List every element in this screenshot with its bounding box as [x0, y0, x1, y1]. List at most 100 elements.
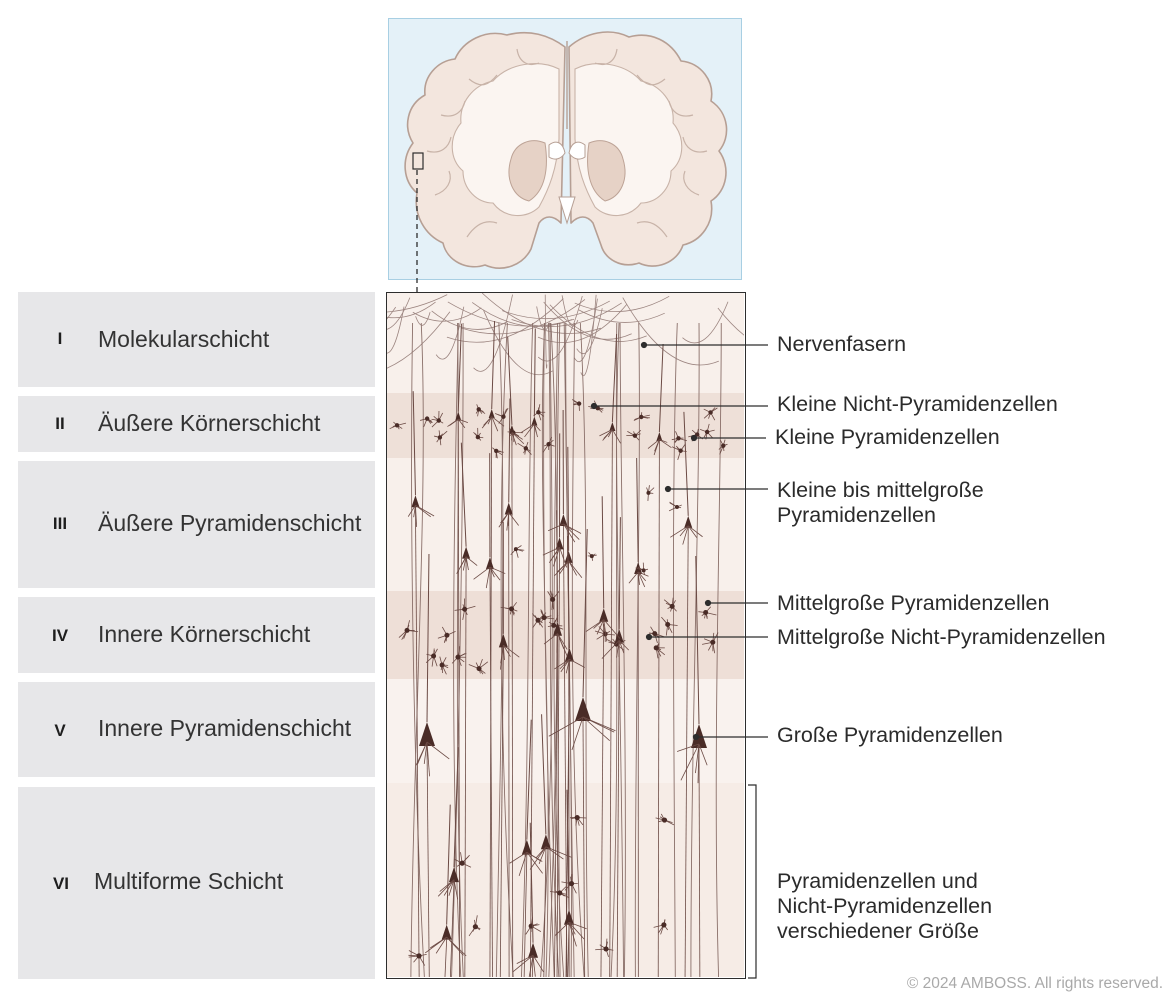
- nerve-fiber: [387, 297, 411, 330]
- small-pyramidal-cell: [455, 411, 462, 421]
- multiform-pyramidal-cell-basal-dendrite: [528, 955, 534, 978]
- medium-pyramidal-cell-basal-dendrite: [687, 525, 698, 538]
- small-stellate-cell: [501, 414, 506, 419]
- small-stellate-cell: [595, 405, 600, 411]
- small-pyramidal-cell: [656, 431, 663, 441]
- nerve-fiber: [415, 311, 431, 326]
- small-stellate-cell: [394, 423, 400, 428]
- callout-large-pyramidal: Große Pyramidenzellen: [777, 723, 1003, 747]
- large-pyramidal-cell-basal-dendrite: [426, 741, 430, 777]
- small-stellate-cell: [437, 435, 443, 440]
- stellate-cell: [646, 490, 651, 495]
- multiform-pyramidal-cell-basal-dendrite: [535, 846, 547, 859]
- small-stellate-cell: [476, 407, 481, 412]
- medium-pyramidal-cell-apical-dendrite: [508, 398, 511, 503]
- nerve-fiber: [549, 304, 647, 342]
- medium-pyramidal-cell-basal-dendrite: [687, 525, 703, 538]
- vertical-fiber: [495, 322, 504, 978]
- medium-pyramidal-cell: [485, 557, 494, 570]
- vertical-fiber: [520, 322, 534, 978]
- layer-numeral: IV: [51, 626, 69, 645]
- vertical-fiber: [619, 322, 626, 978]
- medium-pyramidal-cell-basal-dendrite: [603, 619, 621, 639]
- nerve-fiber: [387, 294, 448, 313]
- callout-mixed-line3: verschiedener Größe: [777, 919, 979, 943]
- vertical-fiber: [615, 322, 625, 978]
- medium-pyramidal-cell-basal-dendrite: [415, 505, 418, 527]
- callout-mixed-line1: Pyramidenzellen und: [777, 869, 978, 893]
- multiform-cell: [661, 922, 667, 928]
- small-pyramidal-cell-basal-dendrite: [659, 439, 668, 443]
- nerve-fiber: [461, 299, 586, 335]
- medium-pyramidal-cell-basal-dendrite: [568, 560, 577, 576]
- medium-pyramidal-cell: [553, 622, 563, 636]
- multiform-pyramidal-cell-basal-dendrite: [453, 879, 459, 900]
- brain-coronal-section-illustration: [404, 31, 728, 269]
- multiform-pyramidal-cell-apical-dendrite: [526, 719, 532, 840]
- medium-pyramidal-cell-basal-dendrite: [603, 619, 608, 642]
- medium-pyramidal-cell-basal-dendrite: [465, 556, 478, 566]
- small-stellate-cell: [436, 418, 441, 423]
- medium-pyramidal-cell-axon: [600, 621, 605, 978]
- small-pyramidal-cell-axon: [457, 420, 461, 978]
- small-pyramidal-cell-basal-dendrite: [612, 429, 621, 444]
- medium-pyramidal-cell-basal-dendrite: [485, 567, 491, 589]
- stellate-cell: [589, 554, 594, 559]
- multiform-pyramidal-cell-axon: [567, 924, 570, 978]
- stellate-cell: [513, 547, 518, 552]
- medium-pyramidal-cell-basal-dendrite: [638, 571, 649, 577]
- small-pyramidal-cell-basal-dendrite: [450, 418, 459, 425]
- small-stellate-cell: [536, 410, 541, 415]
- medium-pyramidal-cell-basal-dendrite: [568, 560, 583, 578]
- nerve-fiber: [435, 306, 465, 360]
- medium-pyramidal-cell-basal-dendrite: [462, 556, 467, 571]
- multiform-cell: [568, 880, 575, 887]
- granule-cell: [653, 645, 659, 651]
- granule-cell: [541, 615, 547, 621]
- granule-cell: [476, 666, 482, 672]
- medium-pyramidal-cell-apical-dendrite: [567, 536, 570, 649]
- granule-cell: [710, 639, 716, 645]
- multiform-pyramidal-cell-basal-dendrite: [568, 922, 576, 935]
- layer-name: Multiforme Schicht: [94, 868, 284, 894]
- layer-panel-2: II Äußere Körnerschicht: [18, 396, 375, 452]
- medium-pyramidal-cell-basal-dendrite: [565, 659, 570, 674]
- multiform-cell: [603, 946, 609, 952]
- large-pyramidal-cell-basal-dendrite: [423, 741, 428, 765]
- medium-pyramidal-cell: [614, 629, 624, 643]
- medium-pyramidal-cell-basal-dendrite: [415, 504, 432, 518]
- small-pyramidal-cell-apical-dendrite: [491, 321, 496, 410]
- medium-pyramidal-cell-apical-dendrite: [460, 442, 467, 547]
- small-pyramidal-cell-basal-dendrite: [647, 439, 660, 449]
- nerve-fiber: [387, 311, 451, 369]
- callout-medium-non-pyramidal: Mittelgroße Nicht-Pyramidenzellen: [777, 625, 1106, 649]
- multiform-pyramidal-cell-basal-dendrite: [568, 922, 585, 940]
- vertical-fiber: [634, 322, 640, 978]
- vertical-fiber: [410, 322, 424, 978]
- large-pyramidal-cell-axon: [582, 720, 586, 978]
- granule-cell: [551, 622, 557, 628]
- small-pyramidal-cell: [609, 422, 616, 432]
- callout-small-medium-pyramidal-line2: Pyramidenzellen: [777, 503, 936, 527]
- small-stellate-cell: [523, 446, 529, 451]
- multiform-pyramidal-cell-basal-dendrite: [448, 879, 455, 896]
- layer-name: Äußere Körnerschicht: [98, 410, 321, 436]
- medium-pyramidal-cell: [599, 608, 609, 622]
- medium-pyramidal-cell-basal-dendrite: [559, 547, 568, 568]
- nerve-fiber: [431, 310, 509, 330]
- medium-pyramidal-cell-basal-dendrite: [502, 645, 505, 661]
- medium-pyramidal-cell-basal-dendrite: [547, 523, 564, 532]
- layer-panel-5: V Innere Pyramidenschicht: [18, 682, 375, 777]
- medium-pyramidal-cell-basal-dendrite: [503, 644, 520, 658]
- medium-pyramidal-cell-apical-dendrite: [412, 391, 416, 496]
- small-pyramidal-cell-basal-dendrite: [521, 423, 535, 433]
- medium-pyramidal-cell-basal-dendrite: [550, 547, 560, 562]
- layer-vi-bracket: [748, 784, 757, 979]
- large-pyramidal-cell: [575, 697, 591, 721]
- large-pyramidal-cell-basal-dendrite: [426, 741, 450, 760]
- granule-cell: [404, 627, 410, 633]
- small-stellate-cell: [708, 410, 713, 415]
- vertical-fiber: [610, 322, 620, 978]
- nerve-fiber: [446, 298, 564, 343]
- medium-pyramidal-cell: [559, 513, 568, 526]
